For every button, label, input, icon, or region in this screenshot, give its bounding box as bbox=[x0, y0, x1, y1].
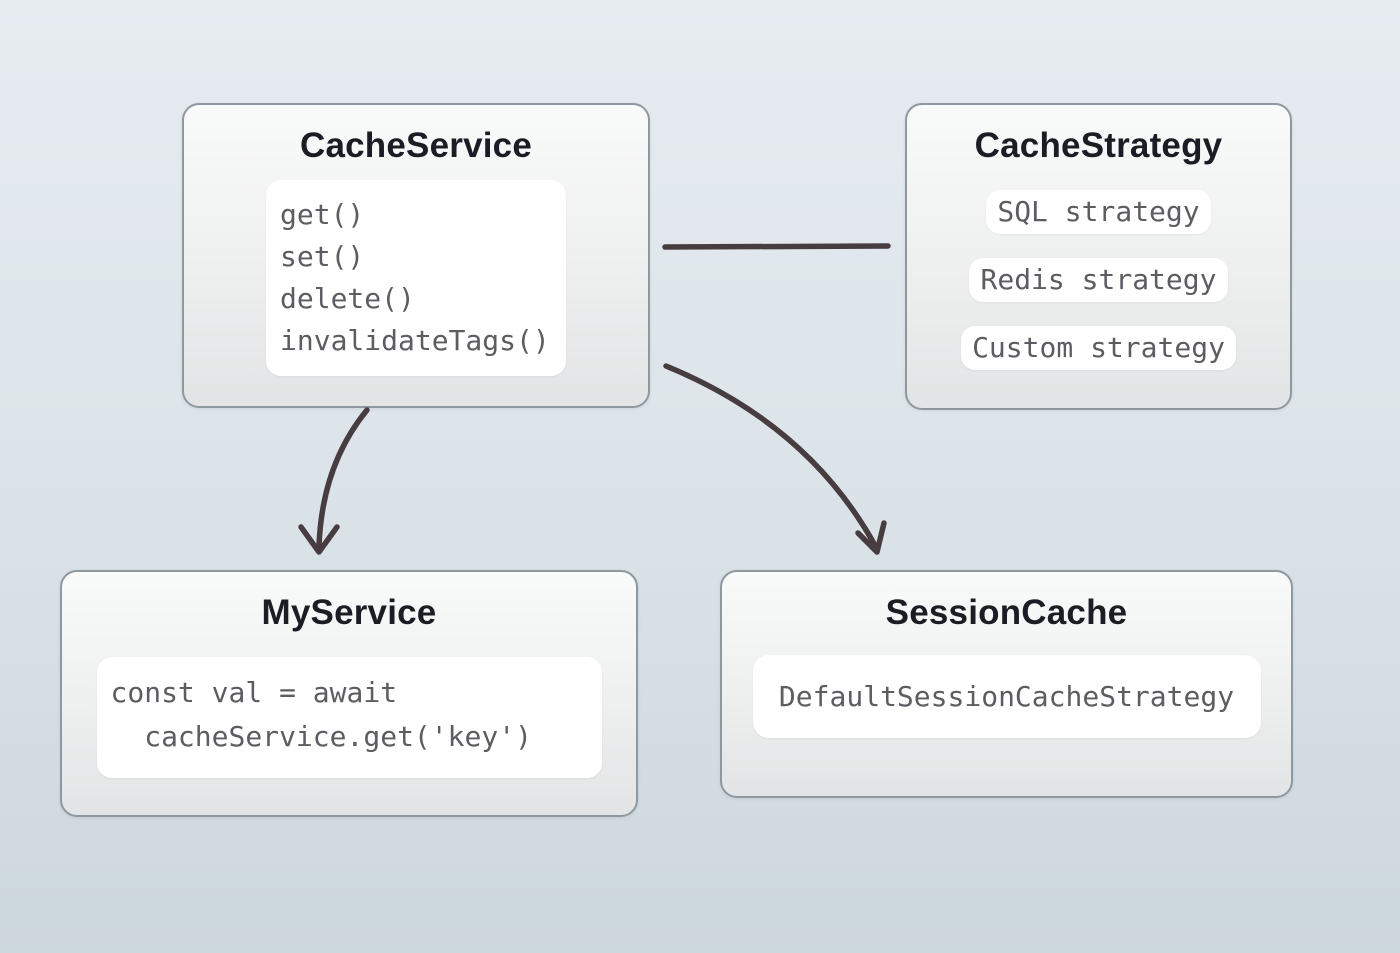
strategy-custom: Custom strategy bbox=[961, 326, 1236, 370]
edge-cacheservice-to-myservice-curve bbox=[316, 407, 370, 549]
node-my-service: MyService const val = await cacheService… bbox=[60, 570, 638, 817]
arrowhead-sessioncache-icon bbox=[855, 520, 887, 555]
method-get: get() bbox=[280, 198, 365, 231]
method-invalidate-tags: invalidateTags() bbox=[280, 324, 550, 357]
code-line-2: cacheService.get('key') bbox=[110, 720, 532, 753]
method-delete: delete() bbox=[280, 282, 415, 315]
cache-strategy-title: CacheStrategy bbox=[974, 126, 1223, 165]
method-set: set() bbox=[280, 240, 365, 273]
strategy-sql: SQL strategy bbox=[986, 190, 1211, 234]
session-cache-strategy-pill: DefaultSessionCacheStrategy bbox=[752, 655, 1261, 738]
code-line-1: const val = await bbox=[110, 676, 398, 709]
session-cache-title: SessionCache bbox=[885, 593, 1128, 632]
cache-service-title: CacheService bbox=[299, 126, 532, 165]
node-cache-strategy: CacheStrategy SQL strategy Redis strateg… bbox=[905, 103, 1292, 410]
session-cache-strategy-label: DefaultSessionCacheStrategy bbox=[778, 680, 1235, 713]
edge-cacheservice-to-sessioncache-curve bbox=[663, 363, 880, 552]
cache-service-methods-box: get() set() delete() invalidateTags() bbox=[266, 180, 566, 376]
arrowhead-myservice-icon bbox=[298, 524, 340, 555]
strategy-redis: Redis strategy bbox=[969, 258, 1228, 302]
node-session-cache: SessionCache DefaultSessionCacheStrategy bbox=[720, 570, 1293, 798]
my-service-title: MyService bbox=[261, 593, 437, 632]
my-service-code-box: const val = await cacheService.get('key'… bbox=[96, 657, 602, 778]
node-cache-service: CacheService get() set() delete() invali… bbox=[182, 103, 650, 408]
edge-cacheservice-to-cachestrategy-line bbox=[662, 243, 891, 250]
